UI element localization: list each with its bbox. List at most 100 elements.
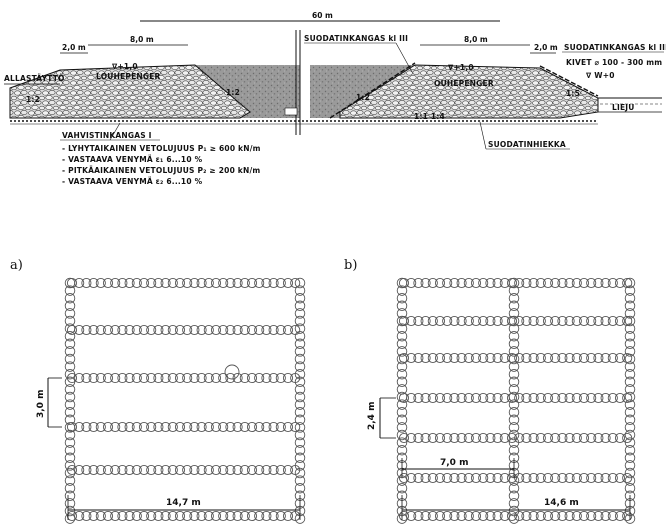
panel-b-rope-left: [396, 361, 408, 372]
panel-b-rope-horizontal: [463, 315, 474, 327]
panel-b-rope-horizontal: [578, 472, 590, 484]
panel-a-rope-horizontal: [246, 464, 258, 476]
panel-b-rope-middle: [508, 498, 520, 509]
panel-a-rope-left: [64, 346, 76, 357]
panel-a-rope-horizontal: [261, 421, 272, 433]
panel-a-rope-horizontal: [74, 324, 85, 336]
panel-b-rope-horizontal: [463, 352, 474, 364]
panel-a-rope-horizontal: [88, 277, 99, 289]
panel-a-rope-right: [294, 330, 306, 342]
panel-b-rope-right: [624, 482, 636, 494]
panel-a-rope-horizontal: [66, 372, 78, 384]
panel-b-rope-horizontal: [528, 472, 539, 484]
panel-b-rope-horizontal: [434, 277, 446, 289]
panel-b-rope-horizontal: [427, 352, 438, 364]
panel-b-rope-horizontal: [578, 432, 590, 444]
panel-a-rope-left: [64, 452, 76, 464]
panel-a-rope-horizontal: [88, 324, 99, 336]
panel-a-rope-horizontal: [218, 510, 229, 522]
panel-a-rope-horizontal: [88, 464, 99, 476]
panel-b-rope-right: [624, 277, 636, 289]
panel-b-rope-horizontal: [521, 352, 532, 364]
panel-b-rope-horizontal: [571, 510, 582, 522]
panel-b-rope-middle: [508, 338, 520, 350]
panel-b-rope-right: [624, 338, 636, 350]
panel-a-rope-horizontal: [282, 277, 294, 289]
panel-b-rope-horizontal: [571, 277, 582, 289]
panel-b-rope-horizontal: [521, 432, 532, 444]
panel-b-rope-horizontal: [521, 392, 532, 404]
panel-b-rope-horizontal: [506, 432, 518, 444]
panel-a-rope-horizontal: [131, 510, 142, 522]
panel-a-rope-horizontal: [282, 510, 294, 522]
panel-a-rope-horizontal: [275, 372, 286, 384]
panel-a-rope-horizontal: [153, 464, 164, 476]
panel-b-rope-horizontal: [614, 392, 626, 404]
panel-b-rope-horizontal: [593, 432, 604, 444]
panel-a-rope-left: [64, 361, 76, 372]
panel-b-rope-horizontal: [600, 277, 611, 289]
panel-a-rope-horizontal: [74, 510, 85, 522]
panel-a-rope-right: [294, 368, 306, 380]
panel-b-rope-horizontal: [442, 510, 453, 522]
panel-b-rope-middle: [508, 513, 520, 524]
right-bank-label: OUHEPENGER: [434, 79, 494, 88]
panel-a-rope-left: [64, 444, 76, 456]
panel-a-rope-horizontal: [95, 324, 106, 336]
panel-a-rope-horizontal: [146, 372, 157, 384]
panel-a-rope-horizontal: [196, 464, 207, 476]
panel-a-rope-horizontal: [275, 324, 286, 336]
panel-a-rope-horizontal: [239, 372, 250, 384]
panel-a-rope-horizontal: [239, 277, 250, 289]
panel-b-rope-horizontal: [535, 315, 546, 327]
panel-b-rope-horizontal: [420, 352, 431, 364]
panel-b-rope-horizontal: [492, 510, 503, 522]
panel-b-rope-horizontal: [406, 315, 417, 327]
panel-b-rope-horizontal: [578, 352, 590, 364]
panel-b: b) 2,4 m 7,0 m 14,6 m: [344, 258, 636, 524]
panel-b-rope-horizontal: [499, 277, 510, 289]
panel-b-rope-horizontal: [499, 315, 510, 327]
panel-a-rope-left: [64, 353, 76, 365]
panel-a-rope-horizontal: [268, 510, 279, 522]
panel-a-rope-right: [294, 391, 306, 403]
panel-a-rope-horizontal: [146, 324, 157, 336]
panel-b-rope-horizontal: [542, 472, 554, 484]
panel-b-rope-horizontal: [550, 432, 561, 444]
panel-a-rope-right: [294, 482, 306, 494]
panel-a-rope-right: [294, 285, 306, 296]
panel-a-rope-horizontal: [225, 464, 236, 476]
reinforcement-item: - PITKÄAIKAINEN VETOLUJUUS P₂ ≥ 200 kN/m: [62, 166, 260, 175]
panel-b-rope-horizontal: [492, 352, 503, 364]
panel-a-rope-left: [64, 323, 76, 334]
panel-a-rope-left: [64, 391, 76, 403]
panel-b-rope-right: [624, 467, 636, 479]
panel-b-rope-horizontal: [434, 315, 446, 327]
panel-b-rope-horizontal: [449, 277, 460, 289]
panel-b-rope-horizontal: [492, 277, 503, 289]
panel-a-rope-left: [64, 384, 76, 395]
panel-b-rope-horizontal: [398, 432, 410, 444]
panel-b-rope-left: [396, 315, 408, 327]
panel-a-rope-horizontal: [261, 324, 272, 336]
panel-a-rope-right: [294, 460, 306, 471]
panel-b-rope-horizontal: [607, 315, 618, 327]
panel-b-rope-horizontal: [427, 277, 438, 289]
panel-b-rope-horizontal: [485, 472, 496, 484]
panel-b-rope-horizontal: [557, 315, 568, 327]
panel-b-rope-middle: [508, 444, 520, 456]
panel-b-rope-horizontal: [578, 392, 590, 404]
panel-b-rope-horizontal: [528, 315, 539, 327]
panel-b-rope-horizontal: [586, 432, 597, 444]
panel-a-rope-horizontal: [203, 277, 214, 289]
filter-fabric-top-leader: [395, 42, 413, 73]
panel-b-rope-horizontal: [607, 352, 618, 364]
panel-b-rope-horizontal: [535, 352, 546, 364]
panel-b-rope-middle: [508, 482, 520, 494]
panel-b-rope-horizontal: [456, 510, 467, 522]
panel-b-rope-horizontal: [456, 392, 467, 404]
panel-a-rope-horizontal: [146, 464, 157, 476]
panel-b-rope-horizontal: [550, 315, 561, 327]
panel-a-rope-horizontal: [167, 510, 178, 522]
panel-a-rope-horizontal: [210, 372, 222, 384]
